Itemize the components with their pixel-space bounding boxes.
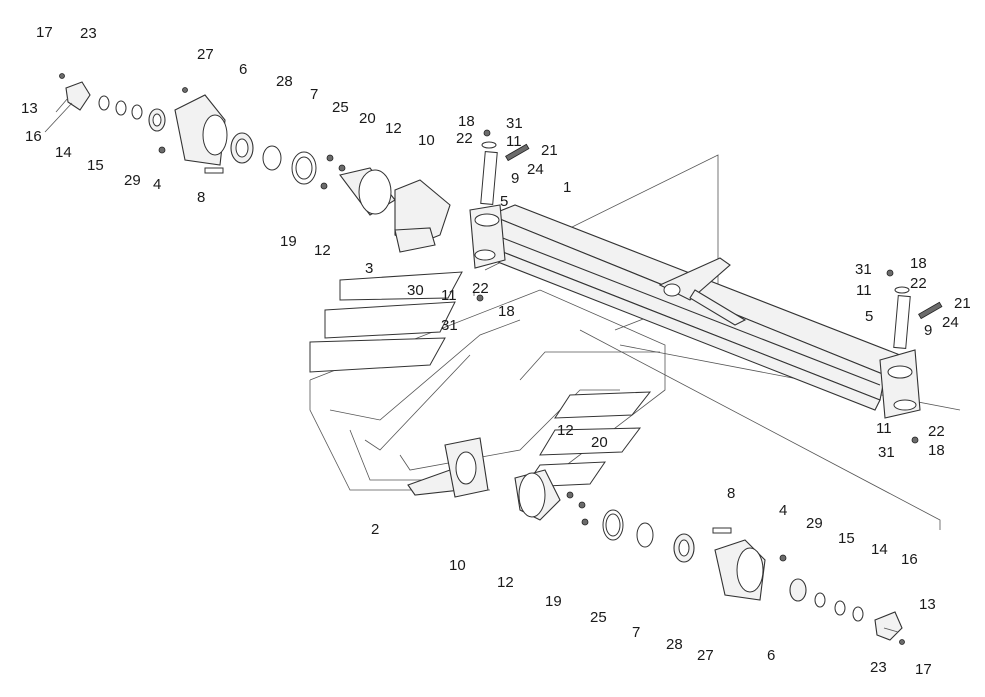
callout-12: 12 <box>557 422 574 439</box>
upper-hub-assembly <box>59 73 451 253</box>
callout-12: 12 <box>385 120 402 137</box>
callout-19: 19 <box>280 233 297 250</box>
callout-23: 23 <box>80 25 97 42</box>
callout-28: 28 <box>276 73 293 90</box>
plate-stack-3 <box>309 271 463 373</box>
callout-23: 23 <box>870 659 887 676</box>
callout-25: 25 <box>590 609 607 626</box>
callout-6: 6 <box>239 61 247 78</box>
callout-21: 21 <box>541 142 558 159</box>
callout-9: 9 <box>924 322 932 339</box>
callout-13: 13 <box>919 596 936 613</box>
callout-29: 29 <box>806 515 823 532</box>
callout-20: 20 <box>359 110 376 127</box>
callout-31: 31 <box>878 444 895 461</box>
callout-25: 25 <box>332 99 349 116</box>
callout-10: 10 <box>449 557 466 574</box>
callout-14: 14 <box>871 541 888 558</box>
callout-17: 17 <box>36 24 53 41</box>
callout-1: 1 <box>563 179 571 196</box>
callout-4: 4 <box>779 502 787 519</box>
callout-28: 28 <box>666 636 683 653</box>
callout-14: 14 <box>55 144 72 161</box>
callout-29: 29 <box>124 172 141 189</box>
callout-12: 12 <box>314 242 331 259</box>
callout-19: 19 <box>545 593 562 610</box>
callout-22: 22 <box>472 280 489 297</box>
callout-21: 21 <box>954 295 971 312</box>
leader-lines <box>44 97 899 633</box>
callout-7: 7 <box>632 624 640 641</box>
callout-15: 15 <box>87 157 104 174</box>
callout-31: 31 <box>506 115 523 132</box>
callout-5: 5 <box>500 193 508 210</box>
king-pins <box>476 129 943 444</box>
callout-30: 30 <box>407 282 424 299</box>
callout-10: 10 <box>418 132 435 149</box>
plate-stack-12-20 <box>524 391 652 488</box>
callout-18: 18 <box>498 303 515 320</box>
callout-31: 31 <box>441 317 458 334</box>
axle-beam <box>469 204 921 419</box>
callout-9: 9 <box>511 170 519 187</box>
callout-11: 11 <box>876 420 892 437</box>
callout-12: 12 <box>497 574 514 591</box>
callout-22: 22 <box>910 275 927 292</box>
callout-2: 2 <box>371 521 379 538</box>
callout-15: 15 <box>838 530 855 547</box>
callout-16: 16 <box>901 551 918 568</box>
callout-13: 13 <box>21 100 38 117</box>
callout-8: 8 <box>727 485 735 502</box>
callout-18: 18 <box>458 113 475 130</box>
callout-3: 3 <box>365 260 373 277</box>
callout-5: 5 <box>865 308 873 325</box>
callout-4: 4 <box>153 176 161 193</box>
callout-22: 22 <box>928 423 945 440</box>
lower-hub-assembly <box>407 437 905 645</box>
callout-11: 11 <box>856 282 872 299</box>
callout-11: 11 <box>506 133 522 150</box>
callout-22: 22 <box>456 130 473 147</box>
callout-6: 6 <box>767 647 775 664</box>
callout-18: 18 <box>910 255 927 272</box>
callout-27: 27 <box>197 46 214 63</box>
callout-8: 8 <box>197 189 205 206</box>
callout-18: 18 <box>928 442 945 459</box>
callout-24: 24 <box>942 314 959 331</box>
callout-labels: 17 23 27 6 28 7 25 20 12 10 13 16 14 15 … <box>21 24 971 678</box>
callout-31: 31 <box>855 261 872 278</box>
callout-20: 20 <box>591 434 608 451</box>
callout-7: 7 <box>310 86 318 103</box>
callout-16: 16 <box>25 128 42 145</box>
callout-27: 27 <box>697 647 714 664</box>
callout-11: 11 <box>441 287 457 304</box>
callout-17: 17 <box>915 661 932 678</box>
callout-24: 24 <box>527 161 544 178</box>
